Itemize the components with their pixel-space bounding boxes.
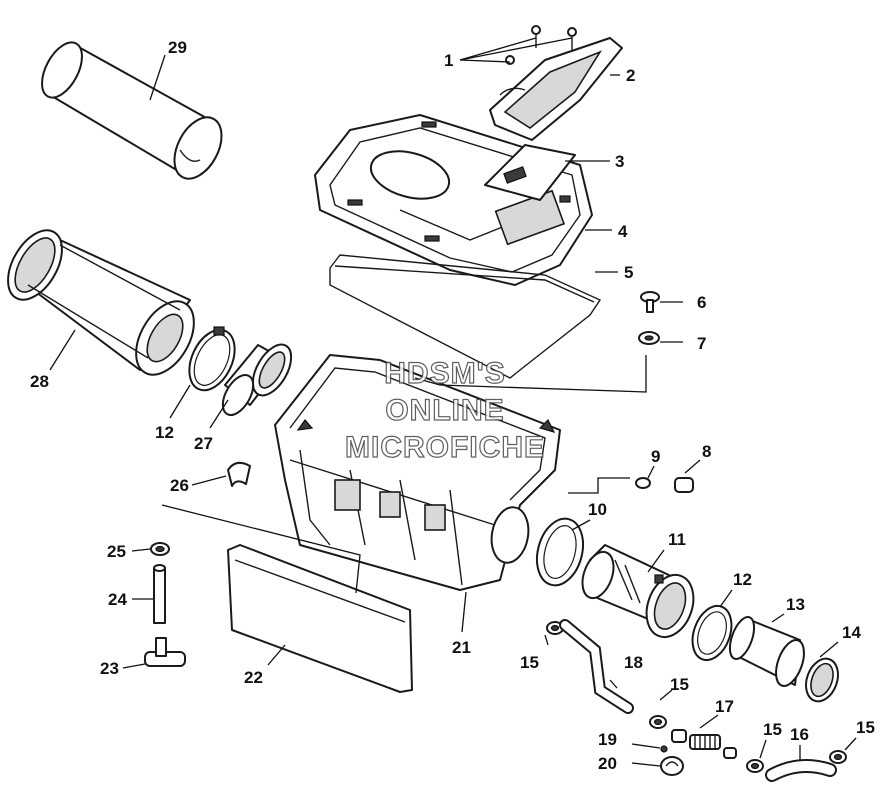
watermark-line-1: HDSM'S	[384, 357, 505, 390]
callout-12b: 12	[733, 570, 752, 589]
callout-13: 13	[786, 595, 805, 614]
callout-28: 28	[30, 372, 49, 391]
part-25-clamp-small	[150, 542, 170, 556]
part-11-intake-tube	[581, 544, 695, 638]
callout-15b: 15	[670, 675, 689, 694]
callout-24: 24	[108, 590, 127, 609]
part-29-prefilter-sleeve	[41, 41, 223, 180]
callout-14: 14	[842, 623, 861, 642]
part-17-valve	[671, 729, 737, 759]
callout-15c: 15	[763, 720, 782, 739]
callout-29: 29	[168, 38, 187, 57]
callout-6: 6	[697, 293, 706, 312]
watermark: HDSM'S ONLINE MICROFICHE	[344, 356, 545, 464]
part-26-clip	[227, 461, 251, 487]
callout-labels: 1 2 3 4 5 6 7 8 9 10 11 12 13 14 15 15 1…	[30, 38, 875, 773]
part-21-airbox-housing	[274, 354, 561, 591]
part-9-washer	[635, 477, 651, 489]
callout-12a: 12	[155, 423, 174, 442]
callout-26: 26	[170, 476, 189, 495]
callout-18: 18	[624, 653, 643, 672]
part-5-seal	[329, 254, 602, 379]
part-15-clamp-d	[829, 750, 847, 764]
part-7-nut	[638, 331, 660, 345]
callout-17: 17	[715, 697, 734, 716]
callout-21: 21	[452, 638, 471, 657]
part-2-intake-cover	[489, 37, 623, 141]
part-15-clamp-b	[649, 715, 667, 729]
callout-3: 3	[615, 152, 624, 171]
watermark-line-2: ONLINE	[385, 394, 504, 427]
part-3-plate	[484, 144, 576, 201]
part-23-tee-fitting	[144, 637, 186, 667]
callout-11: 11	[668, 530, 686, 549]
callout-9: 9	[651, 447, 660, 466]
callout-2: 2	[626, 66, 635, 85]
part-16-hose	[765, 759, 837, 782]
part-18-drain-hose	[559, 619, 634, 714]
callout-15a: 15	[520, 653, 539, 672]
watermark-line-3: MICROFICHE	[345, 431, 545, 464]
leader-lines	[49, 37, 857, 767]
part-12-clamp-right	[691, 604, 733, 662]
part-1-screws	[505, 25, 577, 65]
part-22-panel	[227, 544, 413, 693]
callout-10a: 10	[588, 500, 607, 519]
part-14-clamp	[805, 657, 839, 703]
part-27-adapter	[221, 343, 293, 416]
callout-15d: 15	[856, 718, 875, 737]
callout-4: 4	[618, 222, 628, 241]
part-15-clamp-c	[746, 759, 764, 773]
part-10-gasket	[535, 517, 585, 587]
callout-1: 1	[444, 51, 453, 70]
callout-22: 22	[244, 668, 263, 687]
callout-8: 8	[702, 442, 711, 461]
callout-16: 16	[790, 725, 809, 744]
callout-23: 23	[100, 659, 119, 678]
part-12-clamp-left	[188, 326, 236, 392]
part-6-bolt	[640, 291, 660, 313]
part-28-air-filter	[7, 229, 195, 376]
callout-20: 20	[598, 754, 617, 773]
callout-25: 25	[107, 542, 126, 561]
part-19-pin	[660, 745, 668, 753]
part-8-grommet	[674, 477, 694, 493]
part-24-drain-tube	[153, 564, 166, 624]
part-20-clip	[660, 756, 684, 776]
callout-19: 19	[598, 730, 617, 749]
callout-27: 27	[194, 434, 213, 453]
callout-7: 7	[697, 334, 706, 353]
callout-5: 5	[624, 263, 633, 282]
part-13-boot	[728, 616, 805, 687]
part-4-airbox-lid	[314, 114, 593, 286]
